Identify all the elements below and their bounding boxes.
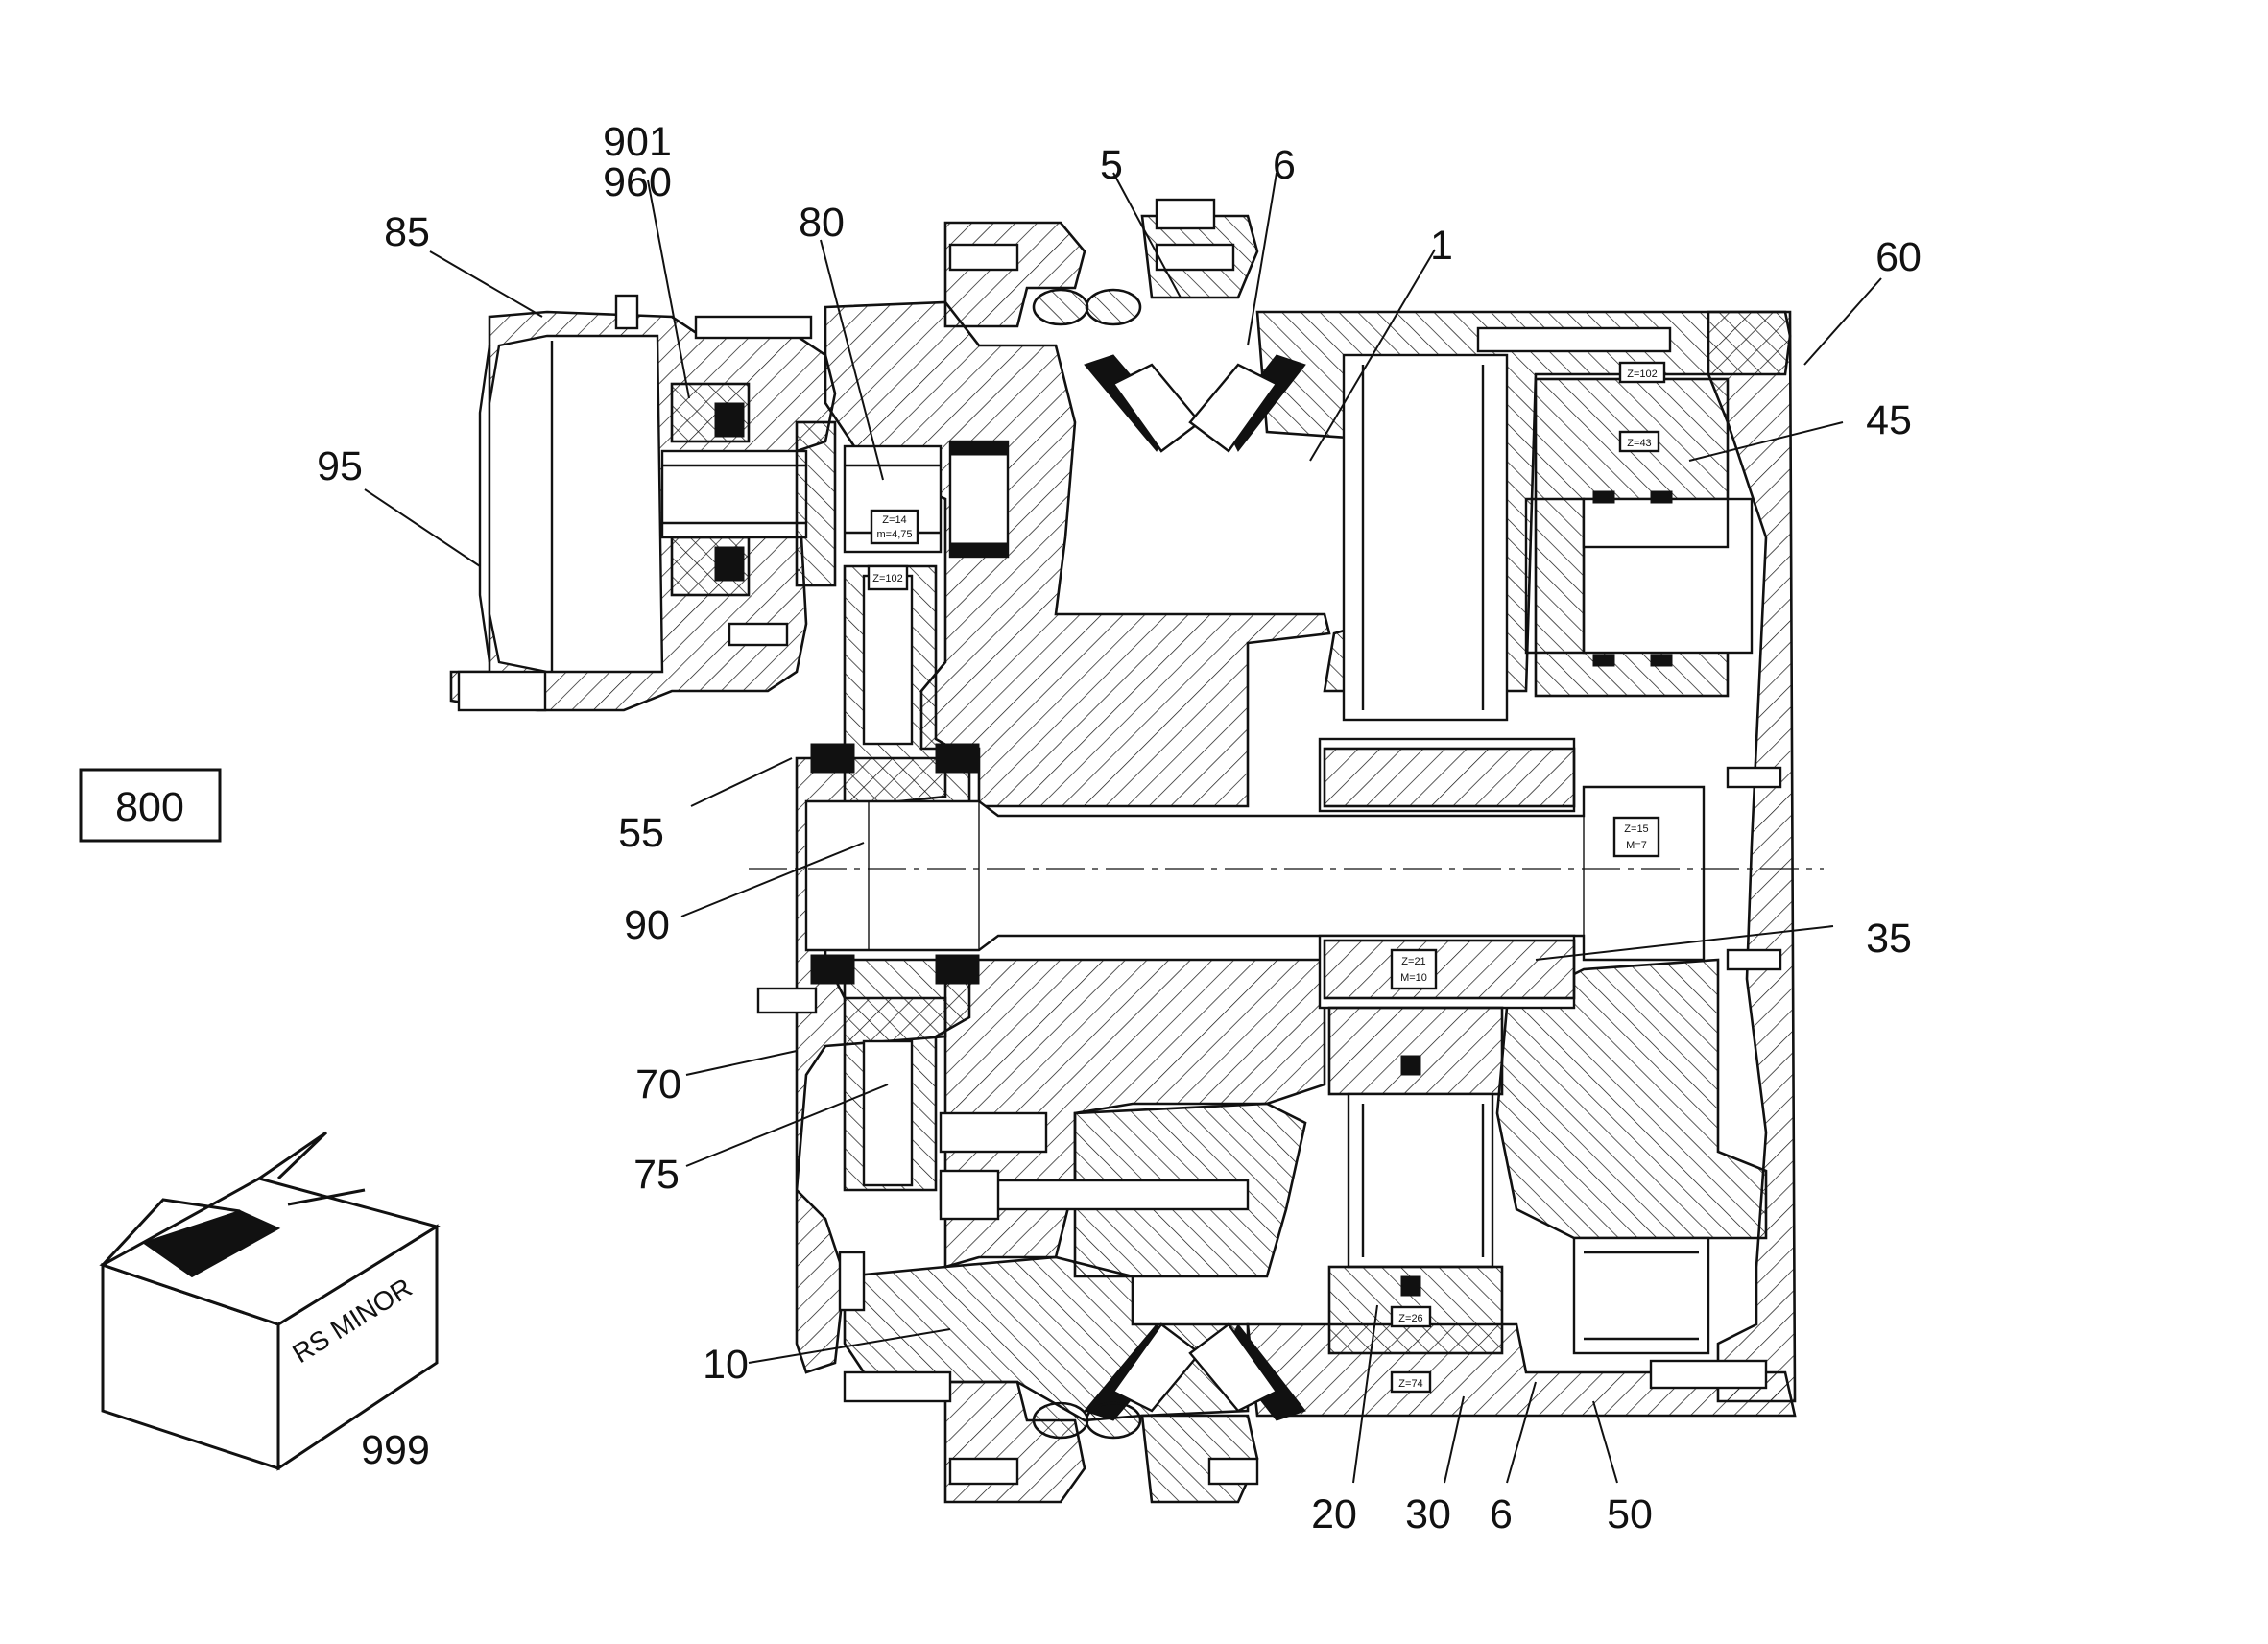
- reference-box-label: 800: [115, 784, 184, 830]
- callout-10: 10: [703, 1342, 749, 1388]
- callout-labels: 901 960 85 80 5 6 1 60 45 95 55 90 35 70…: [317, 119, 1922, 1537]
- tag-frame-z102-top: [1618, 361, 1666, 384]
- tag-m7: M=7: [1626, 840, 1647, 851]
- callout-75: 75: [633, 1152, 680, 1198]
- motor-adapter: [449, 294, 837, 712]
- callout-95: 95: [317, 443, 363, 489]
- tag-z14: Z=14: [882, 514, 906, 526]
- gear-wheel-75: [810, 564, 980, 1192]
- callout-70: 70: [635, 1061, 681, 1108]
- input-gear-80: [795, 420, 1010, 587]
- callout-6-top: 6: [1273, 142, 1296, 188]
- tag-m475: m=4,75: [877, 529, 913, 540]
- leader-lines: [364, 172, 1882, 1484]
- callout-55: 55: [618, 810, 664, 856]
- gear-tags: Z=102 Z=43 Z=14 m=4,75 Z=102 Z=15 M=7 Z=…: [872, 369, 1658, 1390]
- tag-z15: Z=15: [1624, 823, 1648, 835]
- tag-frame-z15: [1612, 816, 1660, 858]
- tag-frame-z74: [1390, 1370, 1432, 1394]
- output-shaft-90: [749, 785, 1824, 962]
- bolts: [756, 198, 1782, 1486]
- main-bearings: [1032, 288, 1306, 1440]
- callout-901: 901: [603, 119, 672, 165]
- callout-35: 35: [1866, 916, 1912, 962]
- package-box-icon: RS MINOR 999: [99, 1131, 441, 1473]
- callout-6-bottom: 6: [1490, 1491, 1513, 1537]
- tag-frame-z102-left: [867, 564, 909, 591]
- callout-30: 30: [1405, 1491, 1451, 1537]
- tag-z74: Z=74: [1398, 1378, 1422, 1390]
- planet-stage: [1318, 353, 1754, 1394]
- callout-960: 960: [603, 159, 672, 205]
- tag-z21: Z=21: [1401, 956, 1425, 967]
- tag-z43: Z=43: [1627, 438, 1651, 449]
- tag-m10: M=10: [1400, 972, 1427, 984]
- callout-85: 85: [384, 209, 430, 255]
- callout-80: 80: [799, 200, 845, 246]
- tag-z102-left: Z=102: [872, 573, 903, 584]
- reference-box-800: 800: [79, 768, 222, 843]
- tag-z26: Z=26: [1398, 1313, 1422, 1324]
- tag-frame-z26: [1390, 1305, 1432, 1328]
- callout-5: 5: [1100, 142, 1123, 188]
- tag-frame-z43: [1618, 430, 1660, 453]
- callout-50: 50: [1607, 1491, 1653, 1537]
- tag-frame-z14: [870, 509, 919, 545]
- callout-45: 45: [1866, 397, 1912, 443]
- callout-20: 20: [1311, 1491, 1357, 1537]
- callout-60: 60: [1875, 234, 1922, 280]
- package-number: 999: [361, 1427, 430, 1473]
- callout-90: 90: [624, 902, 670, 948]
- tag-frame-z21: [1390, 948, 1438, 990]
- callout-1: 1: [1430, 223, 1453, 269]
- tag-z102-top: Z=102: [1627, 369, 1658, 380]
